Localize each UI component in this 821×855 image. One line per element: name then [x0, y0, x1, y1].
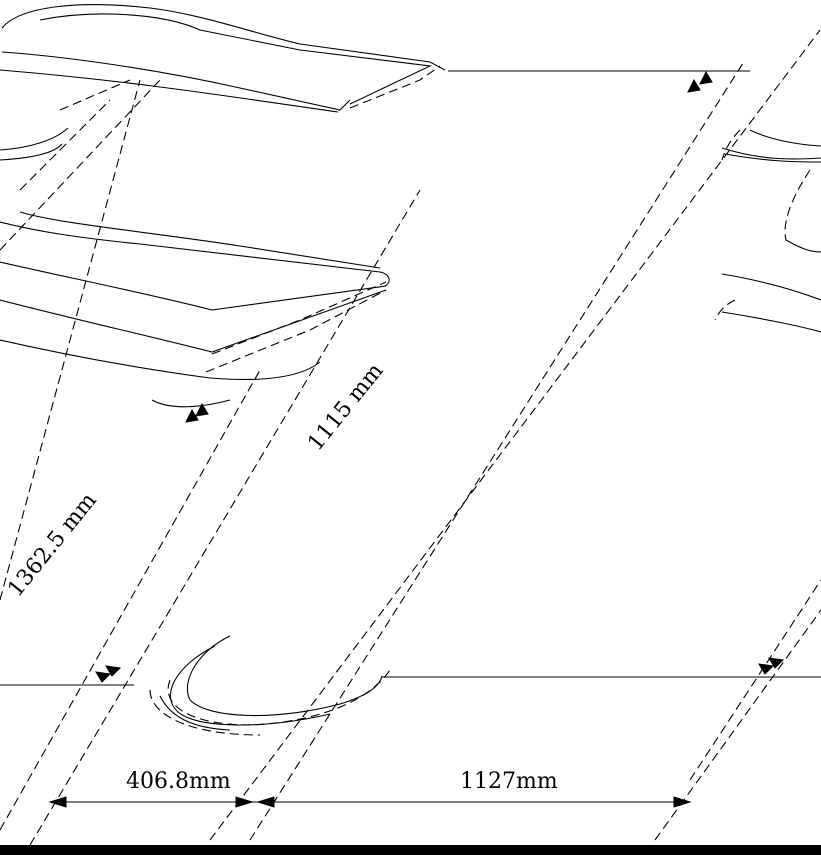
middle-profile-outline [0, 127, 390, 408]
upper-dashed-wedge [349, 65, 441, 109]
arrowhead-bottom-2 [235, 796, 254, 808]
middle-dashed-wedge [211, 281, 387, 355]
right-dashed-curve [721, 129, 741, 161]
arrowhead-bottom-1 [48, 796, 67, 808]
bottom-border-bar [0, 845, 821, 855]
arrowhead-mid-2 [185, 408, 199, 423]
arrowhead-mid [195, 402, 209, 417]
dimension-bottom-right: 1127mm [460, 769, 558, 794]
arrowhead-lower-right [768, 657, 785, 669]
lower-dashed-arc-2 [149, 689, 261, 736]
arrowhead-bottom-3 [256, 796, 275, 808]
diagonal-dashed-7 [0, 79, 141, 601]
upper-profile-outline [0, 4, 446, 113]
arrowhead-bottom-4 [673, 796, 692, 808]
diagonal-dashed-9 [59, 79, 131, 111]
right-dashed-curve-3 [714, 299, 736, 321]
arrowhead-lower-left-2 [95, 671, 112, 683]
dimension-bottom-left: 406.8mm [126, 769, 231, 794]
diagonal-dashed-2 [209, 29, 821, 841]
diagonal-dashed-3 [29, 189, 421, 846]
diagonal-dashed-8 [0, 79, 161, 251]
middle-dashed-wedge-2 [205, 289, 387, 373]
arrowhead-top-right-2 [687, 78, 701, 93]
arrowhead-lower-right-2 [758, 663, 775, 675]
dimension-lower-diagonal: 1362.5 mm [3, 488, 102, 602]
diagonal-dashed-1 [0, 369, 261, 831]
arrowhead-lower-left [105, 665, 122, 677]
middle-dashed-curve [19, 99, 111, 191]
right-profile-outline [721, 129, 821, 333]
dimension-upper-diagonal: 1115 mm [303, 359, 388, 456]
lower-dashed-arc [167, 669, 391, 726]
arrowhead-top-right [699, 70, 713, 85]
diagonal-dashed-6 [689, 579, 821, 781]
right-dashed-curve-2 [784, 169, 811, 241]
